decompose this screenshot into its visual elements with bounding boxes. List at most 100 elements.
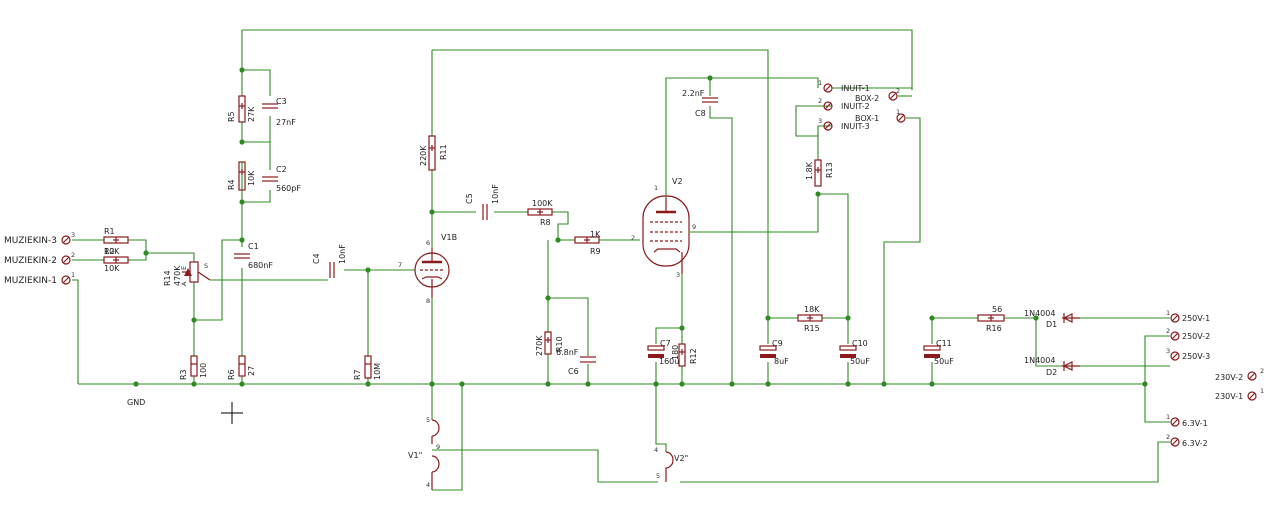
svg-text:7: 7	[398, 261, 402, 269]
svg-text:1: 1	[818, 79, 822, 87]
label-c6: C6	[568, 367, 579, 376]
capacitor-c5	[482, 204, 488, 220]
label-r11-value: 220K	[419, 145, 428, 166]
label-r7-value: 10M	[373, 363, 382, 380]
label-250v-3: 250V-3	[1182, 352, 1210, 361]
svg-text:2: 2	[1260, 367, 1264, 375]
capacitor-c1	[234, 253, 250, 259]
label-c1: C1	[248, 242, 259, 251]
label-v2: V2	[672, 177, 683, 186]
svg-text:A: A	[180, 281, 188, 286]
label-c3: C3	[276, 97, 287, 106]
label-c11-value: 50uF	[934, 357, 954, 366]
label-r12: R12	[689, 348, 698, 364]
diodes	[1062, 313, 1080, 371]
label-6-3v-1: 6.3V-1	[1182, 419, 1208, 428]
svg-text:2: 2	[1166, 433, 1170, 441]
label-230v-2: 230V-2	[1215, 373, 1243, 382]
label-c3-value: 27nF	[276, 118, 296, 127]
svg-text:3: 3	[676, 271, 680, 279]
svg-text:9: 9	[436, 443, 440, 451]
pad-inuit-3	[823, 121, 833, 131]
label-box-2: BOX-2	[855, 94, 879, 103]
pad-6-3v-1	[1170, 417, 1180, 427]
tube-v1b	[414, 248, 450, 298]
label-250v-1: 250V-1	[1182, 314, 1210, 323]
label-r13-value: 1.8K	[805, 161, 814, 180]
label-r8: R8	[540, 218, 551, 227]
pad-inuit-1	[823, 83, 833, 93]
svg-text:9: 9	[692, 223, 696, 231]
resistor-r7	[364, 355, 372, 379]
label-r11: R11	[439, 144, 448, 160]
capacitor-c7	[647, 345, 665, 358]
label-r16-value: 56	[992, 305, 1002, 314]
svg-text:E: E	[180, 266, 188, 270]
resistor-r1	[103, 236, 129, 244]
label-d2: D2	[1046, 368, 1057, 377]
pad-250v-2	[1170, 331, 1180, 341]
label-c7: C7	[660, 339, 671, 348]
label-r10-value: 270K	[535, 335, 544, 356]
label-r4: R4	[227, 179, 236, 190]
label-c11: C11	[936, 339, 952, 348]
resistor-r4	[238, 161, 246, 191]
pad-250v-3	[1170, 351, 1180, 361]
resistor-r9	[574, 236, 600, 244]
label-c10-value: 50uF	[850, 357, 870, 366]
label-r15-value: 18K	[804, 305, 820, 314]
resistor-r3	[190, 355, 198, 377]
label-r3-value: 100	[199, 363, 208, 378]
label-r15: R15	[804, 324, 820, 333]
resistor-r5	[238, 95, 246, 123]
label-r14-value: 470K	[173, 265, 182, 286]
heater-v2	[665, 451, 674, 482]
capacitor-c3	[262, 103, 278, 109]
label-r9-value: 1K	[590, 230, 601, 239]
label-r7: R7	[353, 369, 362, 380]
pad-230v-2	[1247, 371, 1257, 381]
capacitor-c10	[839, 345, 857, 358]
label-6-3v-2: 6.3V-2	[1182, 439, 1208, 448]
svg-text:8: 8	[426, 297, 430, 305]
pad-muziekin-3	[61, 235, 71, 245]
svg-text:2: 2	[896, 87, 900, 95]
label-r4-value: 10K	[247, 170, 256, 186]
label-c5-value: 10nF	[491, 184, 500, 204]
capacitors	[234, 97, 941, 363]
svg-text:S: S	[204, 262, 208, 270]
svg-text:2: 2	[631, 234, 635, 242]
svg-text:2: 2	[1166, 327, 1170, 335]
pad-230v-1	[1247, 391, 1257, 401]
crosshair-cursor-icon	[221, 402, 243, 424]
svg-text:4: 4	[654, 446, 658, 454]
resistor-r11	[428, 135, 436, 171]
pad-muziekin-2	[61, 255, 71, 265]
pad-muziekin-1	[61, 275, 71, 285]
label-c9: C9	[772, 339, 783, 348]
resistor-r10	[544, 331, 552, 355]
label-c1-value: 680nF	[248, 261, 273, 270]
label-muziekin-3: MUZIEKIN-3	[4, 236, 57, 246]
label-inuit-3: INUIT-3	[841, 122, 870, 131]
label-c8: C8	[695, 109, 706, 118]
label-r5: R5	[227, 111, 236, 122]
label-c7-value: 160u	[659, 357, 679, 366]
capacitor-c11	[923, 345, 941, 358]
label-r14: R14	[163, 270, 172, 286]
capacitor-c4	[329, 262, 335, 278]
label-r3: R3	[179, 369, 188, 380]
label-r13: R13	[825, 162, 834, 178]
label-d1-value: 1N4004	[1024, 309, 1055, 318]
svg-text:6: 6	[426, 239, 430, 247]
label-v1-heater: V1"	[408, 451, 422, 460]
pad-6-3v-2	[1170, 437, 1180, 447]
label-r10: R10	[555, 336, 564, 352]
svg-text:1: 1	[654, 184, 658, 192]
heater-v1	[431, 419, 440, 490]
svg-text:1: 1	[71, 271, 75, 279]
label-r16: R16	[986, 324, 1002, 333]
svg-text:5: 5	[656, 472, 660, 480]
label-d2-value: 1N4004	[1024, 356, 1055, 365]
label-c6-value: 6.8nF	[556, 348, 579, 357]
